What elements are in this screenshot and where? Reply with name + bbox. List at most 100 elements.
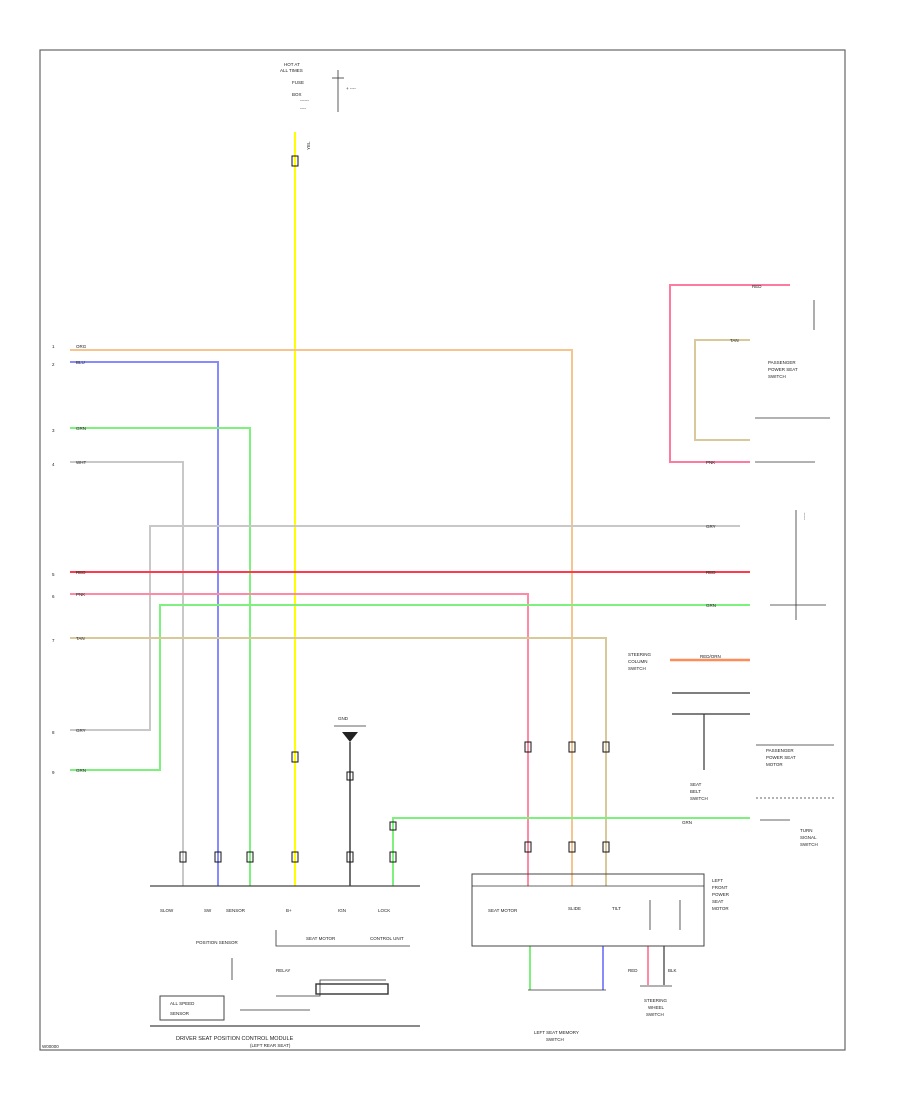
rl-item1-line1: POWER SEAT [766,755,796,760]
rm-subtitle: SWITCH [546,1037,564,1042]
dm-relay: RELAY [276,968,290,973]
ur-wire-label-2: PNK [706,460,715,465]
svg-text:----: ---- [300,106,306,111]
left-terminal-5: 5 [52,572,55,577]
rm-side-4: MOTOR [712,906,729,911]
wire-blue [70,361,219,886]
rl-item3-wire: GRN [682,820,692,825]
seat-motor-icon [315,983,389,995]
left-wire-label-1: ORG [76,344,87,349]
dm-subswitch-1: SENSOR [170,1011,190,1016]
rb-wire-1: BLK [668,968,677,973]
rb-line-0: STEERING [644,998,668,1003]
left-wire-label-2: BLU [76,360,85,365]
svg-text:-----: ----- [802,512,807,520]
rl-item2-line1: BELT [690,789,701,794]
dm-pin-3: B+ [286,908,292,913]
rl-item0-line0: STEERING [628,652,652,657]
top-component: HOT AT ALL TIMES FUSE BOX + ---- ------ … [280,62,356,150]
wire-rose [669,284,790,463]
ground-label: GND [338,716,349,721]
top-label-1: ALL TIMES [280,68,303,73]
rl-item2-line0: SEAT [690,782,702,787]
rl-item0-line2: SWITCH [628,666,646,671]
driver-module: SLOW SW SENSOR B+ IGN LOCK POSITION SENS… [150,885,420,1048]
left-wire-label-9: GRN [76,768,86,773]
wire-tan [70,637,607,886]
left-wire-label-8: GRY [76,728,86,733]
left-wire-label-4: WHT [76,460,86,465]
top-label-2: FUSE [292,80,304,85]
rb-wire-0: RED [628,968,638,973]
top-label-0: HOT AT [284,62,300,67]
right-label-2: GRN [706,603,716,608]
left-terminal-9: 9 [52,770,55,775]
dm-pin-4: IGN [338,908,346,913]
dm-subswitch-0: ALL SPEED [170,1001,195,1006]
wires [70,132,790,990]
dm-inner-2: CONTROL UNIT [370,936,404,941]
right-lower-items: STEERING COLUMN SWITCH RED/ORN PASSENGER… [628,652,834,847]
rl-item0-line1: COLUMN [628,659,648,664]
right-label-1: RED [706,570,716,575]
ur-label-1: POWER SEAT [768,367,798,372]
ur-wire-label-1: TAN [730,338,739,343]
rl-item3-line2: SWITCH [800,842,818,847]
right-label-0: GRY [706,524,716,529]
rb-line-2: SWITCH [646,1012,664,1017]
wire-gray-2 [70,525,740,731]
left-terminal-3: 3 [52,428,55,433]
left-wire-label-3: GRN [76,426,86,431]
rl-item3-line0: TURN [800,828,813,833]
right-side-bus: GRY RED GRN ----- [706,510,826,620]
ground-icon [342,732,358,742]
ur-wire-label-0: RED [752,284,762,289]
dm-pin-2: SENSOR [226,908,246,913]
ground-symbol: GND [334,716,366,742]
rm-side-0: LEFT [712,878,723,883]
wire-green-3 [392,817,750,886]
rm-inner-1: SLIDE [568,906,581,911]
ur-label-0: PASSENGER [768,360,796,365]
left-terminals: 1 2 3 4 5 6 7 8 9 ORG BLU GRN WHT RED PN… [52,344,87,775]
right-bottom-component: RED BLK STEERING WHEEL SWITCH [628,968,677,1017]
left-wire-label-7: TAN [76,636,85,641]
left-terminal-8: 8 [52,730,55,735]
svg-text:+ ----: + ---- [346,86,356,91]
left-terminal-7: 7 [52,638,55,643]
wire-tan-2 [694,339,750,441]
rl-item0-wire: RED/ORN [700,654,721,659]
left-wire-label-5: RED [76,570,86,575]
right-module-box [471,873,705,947]
rl-item3-line1: SIGNAL [800,835,817,840]
dm-inner-1: SEAT MOTOR [306,936,336,941]
rl-item1-line0: PASSENGER [766,748,794,753]
left-terminal-1: 1 [52,344,55,349]
rm-side-3: SEAT [712,899,724,904]
ur-label-2: SWITCH [768,374,786,379]
right-module: SEAT MOTOR SLIDE TILT LEFT FRONT POWER S… [471,873,730,1042]
dm-subtitle: (LEFT REAR SEAT) [250,1043,291,1048]
wire-gray-1 [70,461,184,886]
upper-right-module: RED TAN PNK PASSENGER POWER SEAT SWITCH [706,284,830,465]
rl-item2-line2: SWITCH [690,796,708,801]
footer-code: W00000 [42,1044,59,1049]
all-speed-switch [159,995,225,1021]
dm-title: DRIVER SEAT POSITION CONTROL MODULE [176,1036,294,1042]
wire-pink [70,593,529,886]
rm-side-2: POWER [712,892,730,897]
left-terminal-4: 4 [52,462,55,467]
rl-item1-line2: MOTOR [766,762,783,767]
wire-orange [70,349,573,886]
dm-pin-1: SW [204,908,212,913]
dm-inner-0: POSITION SENSOR [196,940,239,945]
wire-connectors [179,155,610,863]
dm-pin-0: SLOW [160,908,174,913]
left-terminal-2: 2 [52,362,55,367]
svg-text:------: ------ [300,98,309,103]
left-terminal-6: 6 [52,594,55,599]
top-wire-label: YEL [306,141,311,150]
diagram-frame [39,49,846,1051]
wire-green [70,427,251,886]
